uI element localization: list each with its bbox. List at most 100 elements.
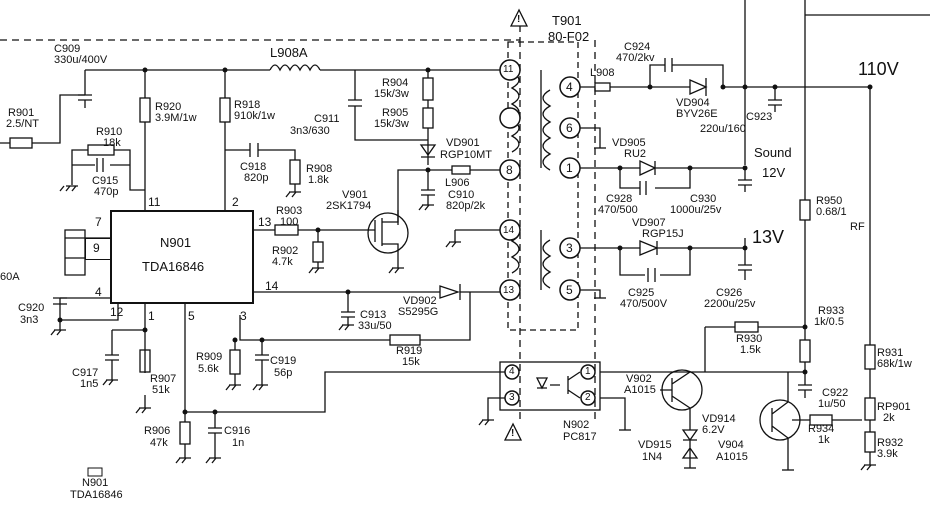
- footprint-ref: N901: [82, 477, 109, 489]
- r920-val: 3.9M/1w: [155, 112, 197, 124]
- rail-13v: 13V: [752, 227, 785, 247]
- sec-5-gnd: [580, 289, 601, 298]
- c919-val: 56p: [274, 367, 293, 379]
- r908-body: [289, 159, 301, 185]
- c915-ref: C915: [92, 175, 119, 187]
- transformer-frame: [507, 41, 579, 331]
- pin1-network: [105, 302, 146, 408]
- c917-ref: C917: [72, 367, 99, 379]
- pin14-gnd: [454, 229, 500, 242]
- v901-circle: [367, 212, 409, 254]
- r904-ref: R904: [382, 77, 409, 89]
- r907-ref: R907: [150, 373, 177, 385]
- t-pin-6: 6: [566, 121, 573, 135]
- opto-pin-3: 3: [509, 392, 515, 403]
- vd901-diode: [419, 144, 437, 158]
- r903-body: [274, 224, 299, 236]
- ic-pin-5: 5: [188, 309, 195, 323]
- v902-symbol: [660, 371, 691, 430]
- c918-cap: [249, 143, 259, 157]
- c911-val: 3n3/630: [290, 125, 330, 137]
- vd904-diode: [689, 78, 708, 96]
- ic-pin-2: 2: [232, 195, 239, 209]
- r920-body: [139, 97, 151, 123]
- c922-wire: [680, 371, 812, 398]
- r908-ref: R908: [306, 163, 333, 175]
- c916-val: 1n: [232, 437, 245, 449]
- t-pin-8: 8: [506, 163, 513, 177]
- sec-6-line: [580, 127, 601, 148]
- c928-ref: C928: [606, 193, 633, 205]
- r905-val: 15k/3w: [374, 118, 409, 130]
- r918-val: 910k/1w: [234, 110, 275, 122]
- r933-val: 1k/0.5: [814, 316, 844, 328]
- c911-cap: [348, 70, 428, 141]
- r906-ref: R906: [144, 425, 171, 437]
- ic-ref: N901: [160, 235, 192, 250]
- r931-body: [864, 344, 876, 370]
- c919-ref: C919: [270, 355, 297, 367]
- c922-ref: C922: [822, 387, 849, 399]
- r905-ref: R905: [382, 107, 409, 119]
- c923-cap: [768, 87, 782, 112]
- r931-ref: R931: [877, 347, 904, 359]
- r903-val: 100: [280, 216, 299, 228]
- l906-ref: L906: [445, 177, 470, 189]
- r950-val: 0.68/1: [816, 206, 847, 218]
- r901-body: [9, 137, 33, 149]
- c915-cap: [96, 158, 104, 172]
- ic-pin-13: 13: [258, 215, 272, 229]
- r930-body: [734, 321, 759, 333]
- vd914-val: 6.2V: [702, 424, 725, 436]
- r950-body: [799, 199, 811, 221]
- vd907-ref: VD907: [632, 217, 666, 229]
- c916-ref: C916: [224, 425, 251, 437]
- c925-ref: C925: [628, 287, 655, 299]
- t-pin-11: 11: [503, 64, 514, 75]
- v901-val: 2SK1794: [326, 200, 372, 212]
- vd905-val: RU2: [624, 148, 647, 160]
- r950-ref: R950: [816, 195, 843, 207]
- ic-pin-7: 7: [95, 215, 102, 229]
- c918-r908-wire: [225, 149, 296, 192]
- c913-ref: C913: [360, 309, 387, 321]
- warning-triangles: [503, 8, 529, 441]
- rp901-val: 2k: [883, 412, 895, 424]
- opto-part: PC817: [563, 431, 597, 443]
- t-pin-3: 3: [566, 241, 573, 255]
- aux-feedback: [250, 291, 500, 325]
- vd902-ref: VD902: [403, 295, 437, 307]
- v901-symbol: [340, 210, 399, 268]
- r919-body: [389, 334, 421, 346]
- r905-body: [422, 107, 434, 129]
- v904-ref: V904: [718, 439, 744, 451]
- vd914-ref: VD914: [702, 413, 736, 425]
- warning-mark-top: !: [517, 14, 521, 25]
- r930-val: 1.5k: [740, 344, 761, 356]
- ic-pin-12: 12: [110, 305, 124, 319]
- ic-n901-body: [110, 210, 254, 304]
- r918-body: [219, 97, 231, 123]
- r932-body: [864, 431, 876, 453]
- r908-val: 1.8k: [308, 174, 329, 186]
- r909-ref: R909: [196, 351, 223, 363]
- c910-val: 820p/2k: [446, 200, 486, 212]
- r933-ref: R933: [818, 305, 845, 317]
- r901-val: 2.5/NT: [6, 118, 40, 130]
- n901-footprint: [87, 467, 103, 477]
- r919-ref: R919: [396, 345, 423, 357]
- l908-ref: L908: [590, 67, 615, 79]
- v902-ref: V902: [626, 373, 652, 385]
- r907-body: [139, 349, 151, 373]
- drain-node: [397, 169, 500, 225]
- opto-gnd: [487, 397, 512, 420]
- l906-bead: [451, 165, 471, 175]
- r919-val: 15k: [402, 356, 420, 368]
- vd902-diode: [439, 284, 461, 300]
- opto-pin-2: 2: [585, 392, 591, 403]
- transformer-ref: T901: [552, 13, 582, 28]
- vd901-ref: VD901: [446, 137, 480, 149]
- n902-body: [499, 361, 601, 411]
- c915-val: 470p: [94, 186, 119, 198]
- r918-ref: R918: [234, 99, 261, 111]
